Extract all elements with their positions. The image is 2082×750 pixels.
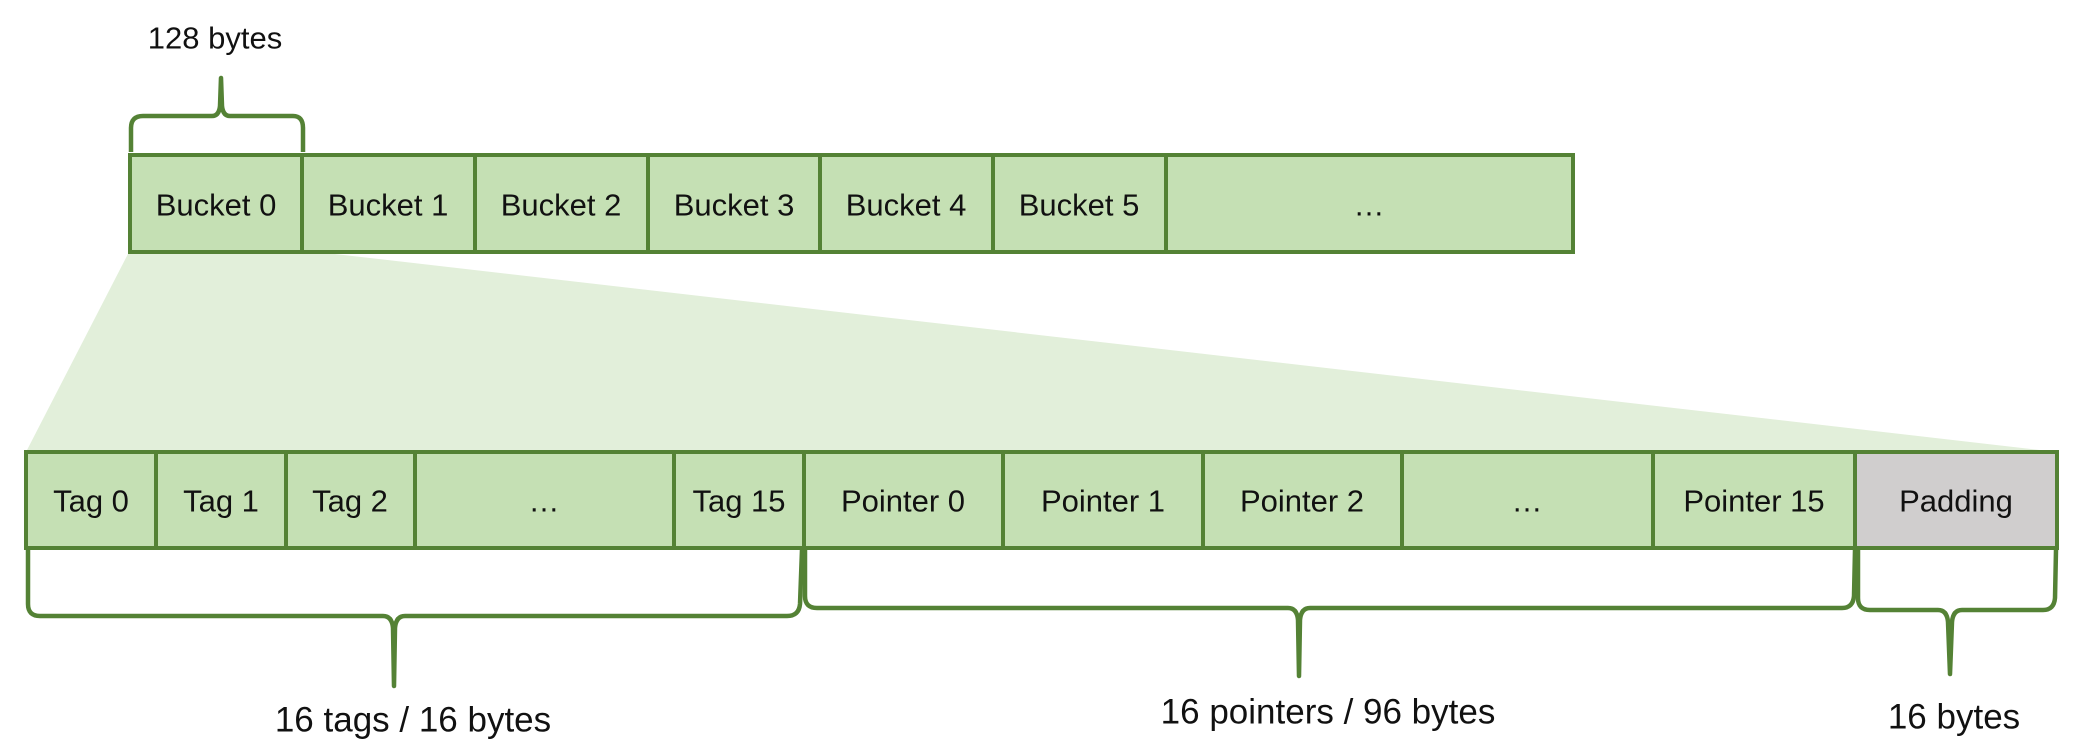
tag-cell-label: Tag 2: [312, 484, 388, 519]
bucket-cell-box: [300, 153, 477, 254]
bucket-cell-box: [473, 153, 650, 254]
tag-cell-box: [154, 450, 288, 550]
pointer-cell: Pointer 1: [1001, 450, 1205, 550]
zoom-wedge: [26, 250, 2057, 452]
bucket-cell: …: [1164, 153, 1575, 254]
bucket-size-label: 128 bytes: [148, 21, 282, 56]
pointer-cell: Pointer 0: [802, 450, 1005, 550]
bucket-size-brace: [128, 75, 306, 152]
tag-cell: Tag 1: [154, 450, 288, 550]
tag-cell-label: Tag 0: [53, 484, 129, 519]
bucket-detail-row: Tag 0 Tag 1 Tag 2 … Tag 15 Pointer 0 Poi…: [24, 450, 2059, 550]
padding-cell-box: [1853, 450, 2059, 550]
bucket-cell-label: Bucket 3: [674, 188, 795, 223]
bucket-row: Bucket 0 Bucket 1 Bucket 2 Bucket 3 Buck…: [128, 153, 1575, 254]
pointer-cell-label: …: [1512, 484, 1543, 519]
pointer-cell: …: [1400, 450, 1655, 550]
tag-cell: Tag 0: [24, 450, 158, 550]
tag-cell-box: [672, 450, 806, 550]
pointer-cell-label: Pointer 1: [1041, 484, 1165, 519]
tag-cell: Tag 15: [672, 450, 806, 550]
bucket-cell-box: [818, 153, 995, 254]
pointers-brace-label: 16 pointers / 96 bytes: [1161, 693, 1496, 732]
pointer-cell-box: [1651, 450, 1857, 550]
pointer-cell-label: Pointer 2: [1240, 484, 1364, 519]
pointer-cell: Pointer 15: [1651, 450, 1857, 550]
bucket-cell-box: [1164, 153, 1575, 254]
bucket-cell-box: [128, 153, 304, 254]
bucket-cell: Bucket 2: [473, 153, 650, 254]
bucket-cell-label: Bucket 5: [1019, 188, 1140, 223]
bucket-cell: Bucket 0: [128, 153, 304, 254]
tag-cell-box: [24, 450, 158, 550]
padding-cell-label: Padding: [1899, 484, 2013, 519]
bucket-cell-label: Bucket 4: [846, 188, 967, 223]
tags-brace-label: 16 tags / 16 bytes: [275, 701, 551, 740]
padding-brace: [1855, 549, 2059, 677]
tag-cell: Tag 2: [284, 450, 417, 550]
tag-cell-label: Tag 15: [692, 484, 785, 519]
bucket-cell-label: Bucket 0: [156, 188, 277, 223]
pointer-cell-box: [1001, 450, 1205, 550]
padding-brace-label: 16 bytes: [1888, 698, 2020, 737]
pointers-brace: [802, 549, 1858, 679]
tag-cell: …: [413, 450, 676, 550]
tags-brace: [25, 549, 805, 689]
padding-cell: Padding: [1853, 450, 2059, 550]
pointer-cell-label: Pointer 0: [841, 484, 965, 519]
bucket-cell: Bucket 5: [991, 153, 1168, 254]
bucket-cell-label: …: [1354, 188, 1385, 223]
pointer-cell-label: Pointer 15: [1683, 484, 1824, 519]
pointer-cell-box: [802, 450, 1005, 550]
bucket-cell: Bucket 1: [300, 153, 477, 254]
tag-cell-label: …: [529, 484, 560, 519]
bucket-cell-label: Bucket 2: [501, 188, 622, 223]
bucket-cell-box: [991, 153, 1168, 254]
bucket-cell: Bucket 3: [646, 153, 822, 254]
bucket-cell: Bucket 4: [818, 153, 995, 254]
bucket-cell-label: Bucket 1: [328, 188, 449, 223]
tag-cell-box: [284, 450, 417, 550]
pointer-cell-box: [1400, 450, 1655, 550]
pointer-cell: Pointer 2: [1201, 450, 1404, 550]
tag-cell-label: Tag 1: [183, 484, 259, 519]
